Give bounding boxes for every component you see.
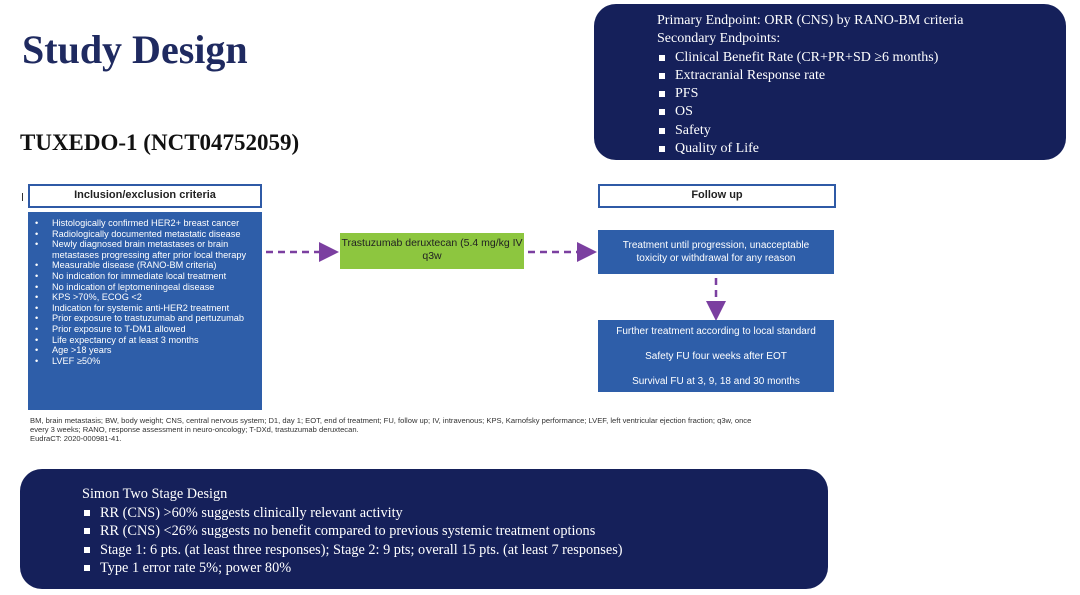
secondary-endpoint: Quality of Life: [657, 140, 963, 158]
simon-item: Stage 1: 6 pts. (at least three response…: [82, 541, 623, 560]
secondary-endpoint: Extracranial Response rate: [657, 67, 963, 85]
criterion-item: Histologically confirmed HER2+ breast ca…: [28, 218, 262, 229]
simon-item: Type 1 error rate 5%; power 80%: [82, 559, 623, 578]
treatment-box: Trastuzumab deruxtecan (5.4 mg/kg IV q3w: [340, 233, 524, 269]
divider-tick: [22, 193, 23, 201]
abbreviations-footnote: BM, brain metastasis; BW, body weight; C…: [30, 416, 770, 443]
simon-design-box: Simon Two Stage Design RR (CNS) >60% sug…: [20, 469, 828, 589]
secondary-endpoints-heading: Secondary Endpoints:: [657, 31, 781, 47]
criterion-item: No indication of leptomeningeal disease: [28, 282, 262, 293]
secondary-endpoint: Safety: [657, 122, 963, 140]
study-name: TUXEDO-1 (NCT04752059): [20, 130, 300, 155]
criteria-box: Histologically confirmed HER2+ breast ca…: [28, 212, 262, 410]
criterion-item: LVEF ≥50%: [28, 356, 262, 367]
criterion-item: Age >18 years: [28, 345, 262, 356]
criterion-item: KPS >70%, ECOG <2: [28, 292, 262, 303]
criterion-item: Radiologically documented metastatic dis…: [28, 229, 262, 240]
secondary-endpoint: PFS: [657, 85, 963, 103]
endpoints-box: Primary Endpoint: ORR (CNS) by RANO-BM c…: [594, 4, 1066, 160]
secondary-endpoint: OS: [657, 103, 963, 121]
criterion-item: Indication for systemic anti-HER2 treatm…: [28, 303, 262, 314]
further-treatment-box: Further treatment according to local sta…: [598, 320, 834, 392]
criteria-list: Histologically confirmed HER2+ breast ca…: [28, 218, 262, 366]
followup-box: Treatment until progression, unacceptabl…: [598, 230, 834, 274]
further-line: Safety FU four weeks after EOT: [645, 351, 787, 362]
secondary-endpoint: Clinical Benefit Rate (CR+PR+SD ≥6 month…: [657, 49, 963, 67]
primary-endpoint: Primary Endpoint: ORR (CNS) by RANO-BM c…: [657, 13, 964, 28]
secondary-endpoints-list: Clinical Benefit Rate (CR+PR+SD ≥6 month…: [657, 49, 963, 159]
criterion-item: Life expectancy of at least 3 months: [28, 335, 262, 346]
further-line: Further treatment according to local sta…: [616, 326, 816, 337]
simon-item: RR (CNS) <26% suggests no benefit compar…: [82, 522, 623, 541]
simon-item: RR (CNS) >60% suggests clinically releva…: [82, 504, 623, 523]
page-title: Study Design: [22, 27, 248, 72]
criterion-item: Prior exposure to T-DM1 allowed: [28, 324, 262, 335]
further-line: Survival FU at 3, 9, 18 and 30 months: [632, 376, 800, 387]
simon-heading: Simon Two Stage Design: [82, 486, 228, 502]
abbreviations-text: BM, brain metastasis; BW, body weight; C…: [30, 416, 752, 434]
simon-list: RR (CNS) >60% suggests clinically releva…: [82, 504, 623, 578]
followup-header: Follow up: [598, 184, 836, 208]
inclusion-header: Inclusion/exclusion criteria: [28, 184, 262, 208]
eudract-number: EudraCT: 2020-000981-41.: [30, 434, 122, 443]
criterion-item: Newly diagnosed brain metastases or brai…: [28, 239, 262, 260]
criterion-item: No indication for immediate local treatm…: [28, 271, 262, 282]
criterion-item: Measurable disease (RANO-BM criteria): [28, 260, 262, 271]
criterion-item: Prior exposure to trastuzumab and pertuz…: [28, 313, 262, 324]
